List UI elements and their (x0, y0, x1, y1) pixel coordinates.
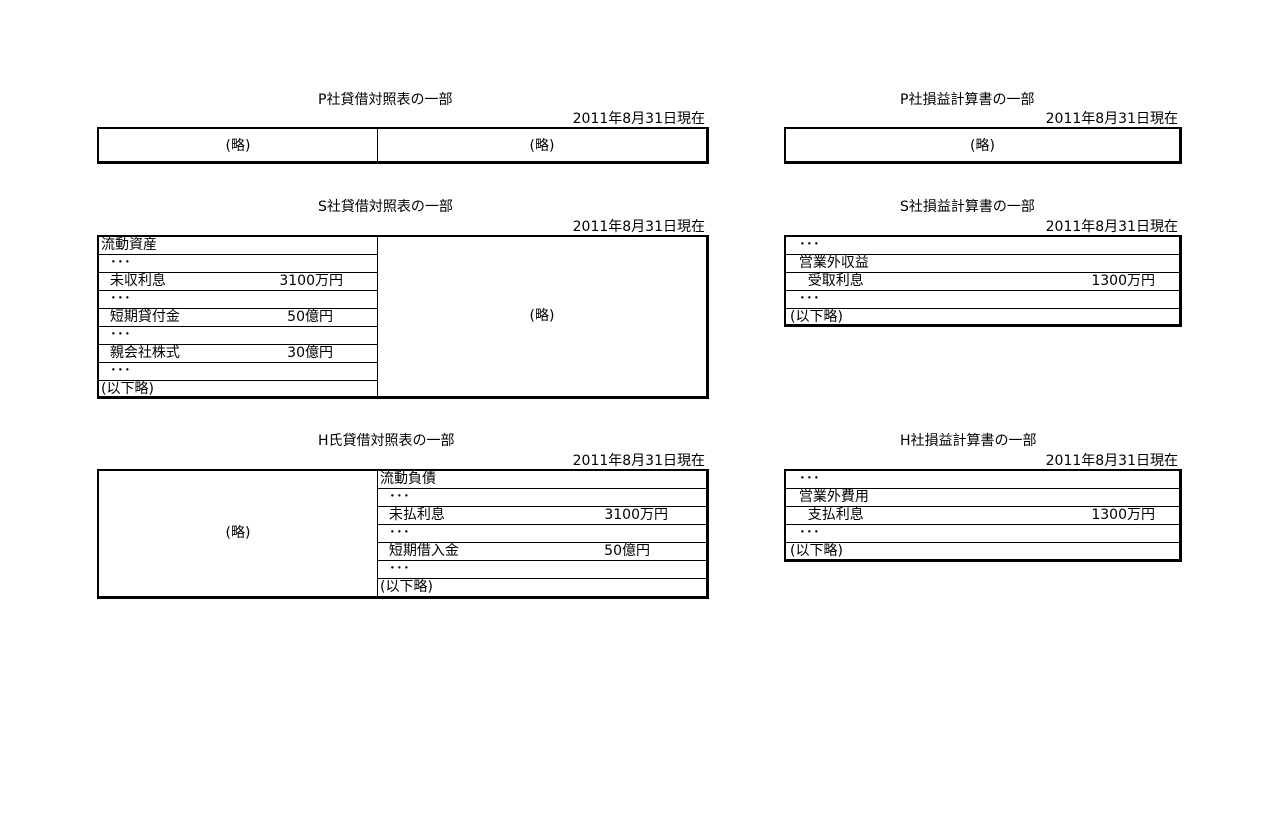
row-label: ･･･ (790, 237, 820, 253)
row-label: (以下略) (790, 543, 843, 559)
h-bs-row: ･･･ (378, 561, 706, 579)
p-pl-date: 2011年8月31日現在 (1045, 111, 1178, 127)
s-bs-liabilities-col: (略) (377, 237, 706, 396)
s-bs-row: 流動資産 (99, 237, 377, 255)
h-bs-row: 短期借入金 50億円 (378, 543, 706, 561)
row-label: 流動資産 (101, 237, 157, 253)
s-bs-right-omitted: (略) (529, 308, 555, 324)
h-bs-row: ･･･ (378, 489, 706, 507)
row-label: 支払利息 (790, 507, 864, 523)
h-bs-liabilities-col: 流動負債 ･･･ 未払利息 3100万円 ･･･ 短期借入金 50億円 ･･･ (以… (377, 471, 706, 596)
h-pl-row: 支払利息 1300万円 (786, 507, 1179, 525)
row-label: 受取利息 (790, 273, 864, 289)
s-bs-row: 未収利息 3100万円 (99, 273, 377, 291)
s-bs-row: (以下略) (99, 381, 377, 399)
row-label: 短期借入金 (380, 543, 459, 559)
row-label: ･･･ (380, 561, 410, 577)
h-bs-title: H氏貸借対照表の一部 (318, 433, 455, 449)
row-label: (以下略) (380, 579, 433, 595)
p-bs-right-omitted: (略) (529, 138, 555, 154)
row-label: ･･･ (790, 291, 820, 307)
row-label: 親会社株式 (101, 345, 180, 361)
h-pl-row: 営業外費用 (786, 489, 1179, 507)
s-bs-table: 流動資産 ･･･ 未収利息 3100万円 ･･･ 短期貸付金 50億円 ･･･ 親会… (97, 235, 709, 399)
s-pl-row: ･･･ (786, 237, 1179, 255)
row-value: 3100万円 (604, 507, 668, 523)
h-pl-row: (以下略) (786, 543, 1179, 561)
h-bs-row: (以下略) (378, 579, 706, 597)
h-pl-row: ･･･ (786, 471, 1179, 489)
h-bs-date: 2011年8月31日現在 (572, 453, 705, 469)
row-value: 50億円 (287, 309, 333, 325)
s-pl-date: 2011年8月31日現在 (1045, 219, 1178, 235)
s-bs-date: 2011年8月31日現在 (572, 219, 705, 235)
s-pl-row: ･･･ (786, 291, 1179, 309)
row-label: 未収利息 (101, 273, 166, 289)
row-label: 営業外費用 (790, 489, 869, 505)
p-bs-date: 2011年8月31日現在 (572, 111, 705, 127)
p-bs-right-col: (略) (377, 129, 706, 161)
row-value: 1300万円 (1091, 273, 1155, 289)
s-pl-row: 営業外収益 (786, 255, 1179, 273)
row-label: ･･･ (101, 327, 131, 343)
row-label: 流動負債 (380, 471, 436, 487)
row-label: ･･･ (380, 525, 410, 541)
p-bs-left-omitted: (略) (225, 138, 251, 154)
row-label: (以下略) (101, 381, 154, 397)
s-pl-row: 受取利息 1300万円 (786, 273, 1179, 291)
row-label: ･･･ (101, 255, 131, 271)
s-bs-row: ･･･ (99, 363, 377, 381)
s-bs-row: 短期貸付金 50億円 (99, 309, 377, 327)
h-bs-table: (略) 流動負債 ･･･ 未払利息 3100万円 ･･･ 短期借入金 50億円 ･･… (97, 469, 709, 599)
p-pl-table: (略) (784, 127, 1182, 164)
row-label: 営業外収益 (790, 255, 869, 271)
row-label: (以下略) (790, 309, 843, 325)
row-label: ･･･ (101, 291, 131, 307)
row-label: 短期貸付金 (101, 309, 180, 325)
row-label: 未払利息 (380, 507, 445, 523)
p-pl-omitted: (略) (970, 138, 995, 154)
s-bs-row: 親会社株式 30億円 (99, 345, 377, 363)
row-label: ･･･ (101, 363, 131, 379)
row-label: ･･･ (790, 471, 820, 487)
h-bs-left-omitted: (略) (225, 525, 251, 541)
s-pl-row: (以下略) (786, 309, 1179, 327)
p-bs-table: (略) (略) (97, 127, 709, 164)
s-pl-table: ･･･ 営業外収益 受取利息 1300万円 ･･･ (以下略) (784, 235, 1182, 327)
row-label: ･･･ (380, 489, 410, 505)
h-bs-row: 未払利息 3100万円 (378, 507, 706, 525)
s-bs-row: ･･･ (99, 255, 377, 273)
row-value: 50億円 (604, 543, 650, 559)
s-bs-row: ･･･ (99, 327, 377, 345)
s-bs-row: ･･･ (99, 291, 377, 309)
h-pl-table: ･･･ 営業外費用 支払利息 1300万円 ･･･ (以下略) (784, 469, 1182, 562)
row-label: ･･･ (790, 525, 820, 541)
h-bs-row: 流動負債 (378, 471, 706, 489)
p-pl-title: P社損益計算書の一部 (900, 92, 1035, 108)
p-bs-left-col: (略) (99, 129, 377, 161)
s-bs-assets-col: 流動資産 ･･･ 未収利息 3100万円 ･･･ 短期貸付金 50億円 ･･･ 親会… (99, 237, 377, 399)
h-pl-row: ･･･ (786, 525, 1179, 543)
h-bs-row: ･･･ (378, 525, 706, 543)
row-value: 1300万円 (1091, 507, 1155, 523)
row-value: 3100万円 (279, 273, 343, 289)
s-bs-title: S社貸借対照表の一部 (318, 199, 453, 215)
p-bs-title: P社貸借対照表の一部 (318, 92, 453, 108)
row-value: 30億円 (287, 345, 333, 361)
s-pl-title: S社損益計算書の一部 (900, 199, 1035, 215)
h-pl-title: H社損益計算書の一部 (900, 433, 1037, 449)
h-pl-date: 2011年8月31日現在 (1045, 453, 1178, 469)
h-bs-assets-col: (略) (99, 471, 377, 596)
